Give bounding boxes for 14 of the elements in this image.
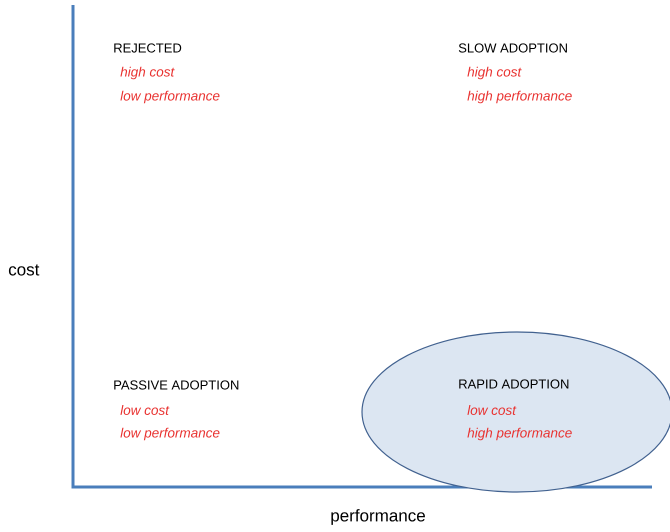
quadrant-note: low cost	[467, 405, 516, 415]
quadrant-title: REJECTED	[114, 43, 182, 53]
quadrant-title: PASSIVE ADOPTION	[114, 380, 238, 390]
quadrant-note: high cost	[467, 66, 522, 80]
quadrant-note: low performance	[120, 90, 220, 104]
quadrant-note: high performance	[467, 428, 572, 440]
quadrant-note: low performance	[120, 428, 220, 440]
quadrant-note: low cost	[120, 405, 170, 415]
quadrant-note: high performance	[467, 90, 572, 104]
axis-label: performance	[331, 509, 425, 525]
quadrant-title: RAPID ADOPTION	[459, 379, 568, 389]
quadrant-note: high cost	[120, 66, 175, 80]
axis-label: cost	[8, 264, 40, 276]
quadrant-title: SLOW ADOPTION	[458, 43, 567, 53]
